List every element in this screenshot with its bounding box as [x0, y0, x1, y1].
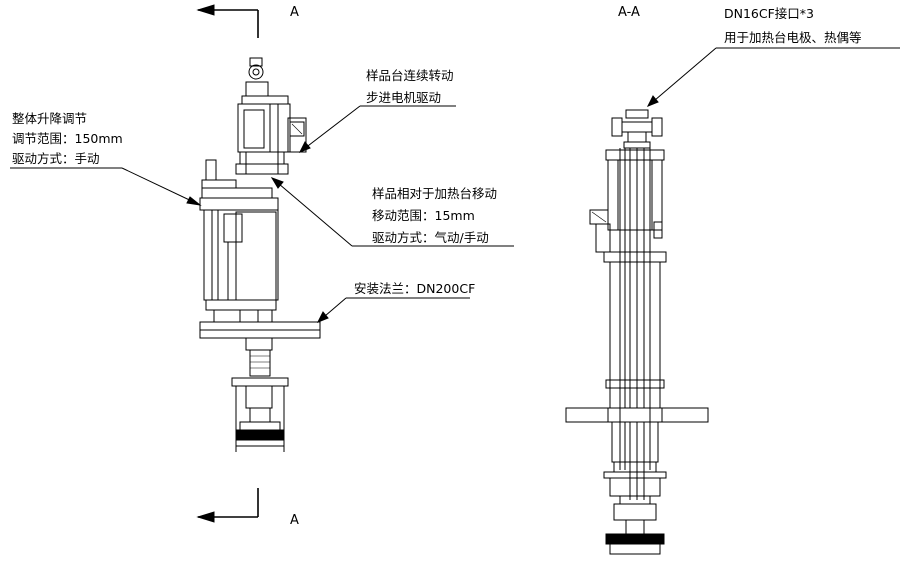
- lift-title: 整体升降调节: [12, 111, 87, 126]
- section-title: A-A: [618, 5, 640, 20]
- section-mark-bottom: A: [196, 488, 299, 528]
- flange-label: 安装法兰：DN200CF: [354, 281, 475, 296]
- annotation-rotation: 样品台连续转动 步进电机驱动: [298, 68, 456, 153]
- section-letter-top: A: [290, 5, 299, 20]
- lift-drive: 驱动方式：手动: [12, 151, 100, 166]
- move-drive: 驱动方式：气动/手动: [372, 230, 489, 245]
- section-mark-top: A: [196, 4, 299, 38]
- annotation-ports: DN16CF接口*3 用于加热台电极、热偶等: [646, 6, 900, 107]
- manipulator-side-view: [199, 57, 321, 452]
- ports-title: DN16CF接口*3: [724, 6, 814, 21]
- move-title: 样品相对于加热台移动: [372, 186, 497, 201]
- annotation-sample-move: 样品相对于加热台移动 移动范围：15mm 驱动方式：气动/手动: [270, 177, 514, 247]
- lift-range: 调节范围：150mm: [12, 131, 123, 146]
- annotation-lift: 整体升降调节 调节范围：150mm 驱动方式：手动: [10, 111, 202, 206]
- annotation-flange: 安装法兰：DN200CF: [316, 281, 475, 323]
- section-view: [565, 109, 709, 555]
- section-letter-bottom: A: [290, 513, 299, 528]
- move-range: 移动范围：15mm: [372, 208, 475, 223]
- ports-usage: 用于加热台电极、热偶等: [724, 30, 862, 45]
- rotation-title: 样品台连续转动: [366, 68, 454, 83]
- rotation-drive: 步进电机驱动: [366, 90, 441, 105]
